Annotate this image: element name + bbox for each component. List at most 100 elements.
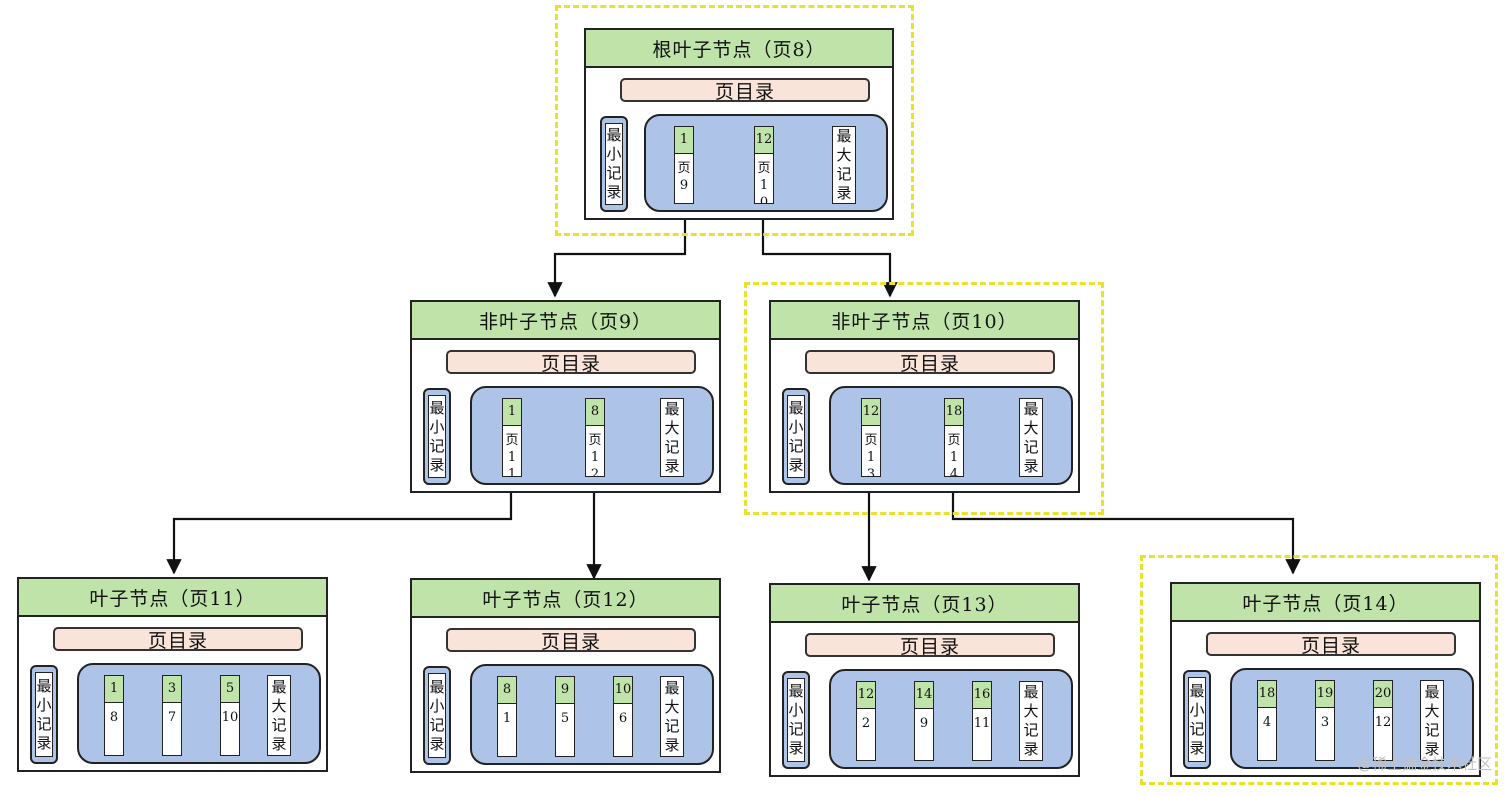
edge-page8-to-page10 — [761, 202, 898, 298]
min-record-label: 最小记录 — [787, 678, 805, 762]
min-record-label: 最小记录 — [428, 673, 446, 758]
child-page-pointer: 页9 — [677, 161, 691, 193]
max-record-box: 最大记录 — [1019, 398, 1043, 477]
watermark: @稀土掘金技术社区 — [1356, 755, 1492, 773]
max-record-box: 最大记录 — [660, 676, 684, 757]
record-value: 10 — [221, 710, 239, 725]
child-page-pointer: 页11 — [505, 433, 519, 477]
min-record-label: 最小记录 — [1188, 677, 1206, 762]
record-key: 18 — [945, 399, 963, 426]
min-record-box: 最小记录 — [600, 116, 628, 212]
record-key: 1 — [503, 399, 521, 426]
node-title: 根叶子节点（页8） — [586, 30, 892, 68]
max-record-text: 最大记录 — [664, 399, 680, 475]
record-key: 3 — [163, 676, 181, 703]
record-value: 3 — [1320, 715, 1330, 730]
record-key: 12 — [857, 682, 875, 709]
max-record-box: 最大记录 — [660, 398, 684, 477]
record-value: 1 — [502, 711, 512, 726]
max-record-text: 最大记录 — [1023, 399, 1039, 475]
child-page-pointer: 页12 — [588, 433, 602, 477]
edge-page8-to-page9 — [547, 202, 687, 298]
record-key: 12 — [755, 127, 773, 154]
record-value: 12 — [1374, 715, 1392, 730]
min-record-text: 最小记录 — [606, 126, 622, 201]
max-record-box: 最大记录 — [832, 126, 856, 204]
record-key: 12 — [862, 399, 880, 426]
record-value: 4 — [1262, 715, 1272, 730]
child-page-pointer: 页10 — [757, 161, 771, 204]
min-record-box: 最小记录 — [782, 671, 810, 769]
record-value: 2 — [861, 716, 871, 731]
min-record-text: 最小记录 — [1189, 681, 1205, 757]
page-directory: 页目录 — [805, 633, 1055, 658]
page-directory: 页目录 — [805, 350, 1055, 375]
node-title: 叶子节点（页12） — [412, 580, 719, 618]
record-key: 20 — [1374, 681, 1392, 708]
min-record-box: 最小记录 — [423, 666, 451, 765]
min-record-box: 最小记录 — [423, 388, 451, 485]
record-value: 9 — [919, 716, 929, 731]
max-record-box: 最大记录 — [267, 675, 291, 756]
min-record-box: 最小记录 — [782, 388, 810, 485]
record-value: 8 — [109, 710, 119, 725]
max-record-text: 最大记录 — [836, 127, 852, 202]
min-record-box: 最小记录 — [30, 665, 58, 764]
record-key: 19 — [1316, 681, 1334, 708]
record-key: 1 — [675, 127, 693, 154]
record-key: 8 — [586, 399, 604, 426]
node-title: 叶子节点（页14） — [1172, 584, 1479, 622]
max-record-text: 最大记录 — [664, 678, 680, 754]
record-key: 5 — [221, 676, 239, 703]
child-page-pointer: 页14 — [947, 433, 961, 477]
record-key: 9 — [556, 677, 574, 704]
record-key: 18 — [1258, 681, 1276, 708]
max-record-box: 最大记录 — [1420, 680, 1444, 761]
page-directory: 页目录 — [1206, 632, 1456, 657]
page-directory: 页目录 — [446, 350, 696, 375]
max-record-box: 最大记录 — [1019, 681, 1043, 761]
min-record-text: 最小记录 — [788, 398, 804, 474]
min-record-text: 最小记录 — [36, 676, 52, 752]
highlight-box-page8 — [555, 5, 914, 236]
record-key: 16 — [973, 682, 991, 709]
record-value: 7 — [167, 710, 177, 725]
record-value: 5 — [560, 711, 570, 726]
min-record-label: 最小记录 — [35, 672, 53, 757]
node-title: 非叶子节点（页10） — [771, 302, 1078, 340]
edge-page10-to-page14 — [951, 474, 1301, 575]
max-record-text: 最大记录 — [1023, 683, 1039, 758]
node-title: 非叶子节点（页9） — [412, 302, 719, 340]
max-record-text: 最大记录 — [271, 677, 287, 753]
min-record-text: 最小记录 — [429, 398, 445, 474]
record-value: 11 — [973, 716, 991, 731]
